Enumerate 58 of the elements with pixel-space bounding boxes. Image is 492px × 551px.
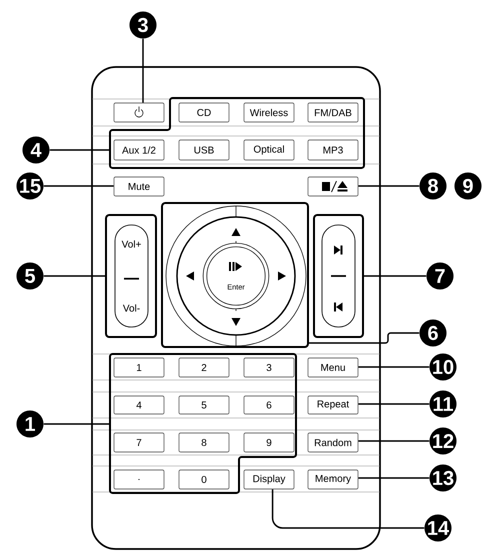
button-group-outline <box>109 97 365 169</box>
leader-line <box>358 477 430 479</box>
key-button: 4 <box>114 396 164 414</box>
callout-number: 10 <box>430 354 456 380</box>
leader-line <box>358 440 430 442</box>
leader-line <box>44 423 110 425</box>
leader-line <box>358 185 420 187</box>
callout-number: 5 <box>16 262 44 290</box>
key-button: 8 <box>178 432 230 452</box>
key-button: 3 <box>244 358 294 378</box>
key-button: FM/DAB <box>308 102 358 122</box>
callout-number: 14 <box>424 514 452 542</box>
key-button: Display <box>244 470 294 490</box>
callout-number: 3 <box>130 12 156 38</box>
stop-eject-button <box>308 176 358 196</box>
callout-number: 12 <box>430 428 456 454</box>
keypad-outline <box>109 353 297 494</box>
callout-number: 7 <box>426 262 454 290</box>
callout-number: 15 <box>16 172 44 200</box>
key-button: 7 <box>114 432 164 452</box>
key-button: Repeat <box>308 396 358 414</box>
callout-number: 6 <box>420 320 446 346</box>
key-button: . <box>114 470 164 490</box>
leader-line <box>44 185 114 187</box>
callout-number: 4 <box>22 136 50 164</box>
key-button: 5 <box>178 396 230 414</box>
leader-line <box>50 149 110 151</box>
key-button: CD <box>178 102 230 122</box>
callout-number: 8 <box>420 172 446 200</box>
key-button: 1 <box>114 358 164 378</box>
callout-number: 13 <box>430 464 456 492</box>
key-button: Memory <box>308 470 358 490</box>
key-button: 0 <box>178 470 230 490</box>
callout-number: 1 <box>16 410 44 438</box>
key-button: Aux 1/2 <box>114 140 164 160</box>
key-button: Mute <box>114 176 164 196</box>
key-button: Wireless <box>244 102 294 122</box>
volume-button: Vol+ Vol- <box>114 224 148 328</box>
key-button: 9 <box>244 432 294 452</box>
leader-line <box>142 38 144 103</box>
key-button: 6 <box>244 396 294 414</box>
key-button: Optical <box>244 140 294 160</box>
key-button: 2 <box>178 358 230 378</box>
leader-line <box>272 489 424 529</box>
leader-line <box>364 275 426 277</box>
leader-line <box>309 332 420 344</box>
key-button: Menu <box>308 358 358 378</box>
track-group-outline <box>313 214 364 338</box>
callout-number: 11 <box>430 390 456 418</box>
key-button: MP3 <box>308 140 358 160</box>
key-button: Random <box>308 432 358 452</box>
volume-group-outline <box>105 214 157 338</box>
leader-line <box>358 366 430 368</box>
power-button <box>114 102 164 122</box>
leader-line <box>358 403 430 405</box>
key-button: USB <box>178 140 230 160</box>
callout-number: 9 <box>454 172 482 200</box>
leader-line <box>44 275 105 277</box>
